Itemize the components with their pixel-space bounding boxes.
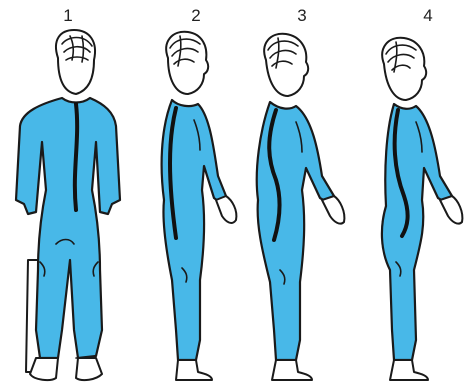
figure-2-head [166,32,208,94]
figure-4-head [382,38,426,100]
figure-3-hand [322,196,344,224]
figure-4-suit [382,104,452,360]
figure-2-side-view [162,32,237,380]
figure-3-side-view [257,34,345,380]
figure-1-right-foot [76,358,102,380]
figure-4-hand [440,196,462,224]
figure-2-hand [216,196,236,223]
figure-1-spine-line [75,104,77,210]
figure-3-foot [272,360,312,380]
figure-1-head [56,30,95,94]
figure-3-head [264,34,308,96]
figure-1-back-view [16,30,120,380]
figure-2-foot [176,360,212,380]
figure-1-left-foot [30,358,58,380]
figure-4-side-view [382,38,462,380]
figure-4-foot [390,360,428,380]
